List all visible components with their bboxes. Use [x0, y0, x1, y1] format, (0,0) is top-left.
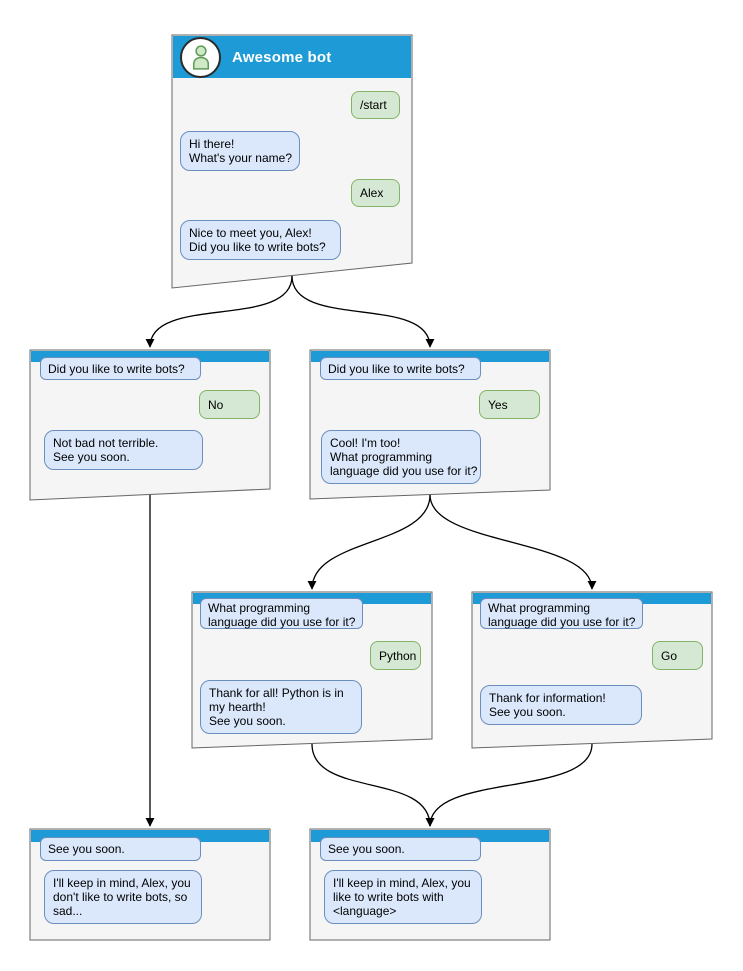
arrow-branch-yes-to-branch-go [429, 494, 597, 590]
bot-message-bubble: What programming language did you use fo… [480, 598, 643, 629]
bot-message-bubble: Did you like to write bots? [40, 357, 201, 380]
bot-message-bubble: See you soon. [320, 837, 481, 861]
arrow-branch-python-to-end-yes [311, 743, 435, 827]
bot-name-title: Awesome bot [232, 48, 332, 66]
chat-header-branch-no [31, 351, 269, 362]
bot-message-bubble: I'll keep in mind, Alex, you like to wri… [324, 870, 482, 924]
bot-message-bubble: Hi there! What's your name? [180, 131, 300, 171]
user-message-bubble: Yes [479, 390, 540, 419]
chat-header-main: Awesome bot [173, 36, 411, 78]
bot-message-bubble: Nice to meet you, Alex! Did you like to … [180, 220, 341, 260]
bot-avatar-icon [180, 36, 221, 78]
chat-header-branch-yes [311, 351, 549, 362]
bot-message-bubble: I'll keep in mind, Alex, you don't like … [44, 870, 202, 924]
arrow-main-to-branch-no [145, 275, 293, 348]
bot-message-bubble: Not bad not terrible. See you soon. [44, 430, 203, 470]
user-message-bubble: Alex [351, 179, 400, 207]
bot-message-bubble: Did you like to write bots? [320, 357, 481, 380]
arrow-main-to-branch-yes [291, 275, 435, 348]
bot-message-bubble: What programming language did you use fo… [200, 598, 363, 629]
user-message-bubble: Python [370, 641, 421, 670]
arrow-branch-yes-to-branch-python [307, 494, 431, 590]
user-message-bubble: Go [652, 641, 703, 670]
arrow-branch-go-to-end-yes [425, 743, 593, 827]
bot-message-bubble: See you soon. [40, 837, 201, 861]
bot-message-bubble: Cool! I'm too! What programming language… [321, 430, 481, 484]
bot-message-bubble: Thank for information! See you soon. [480, 685, 642, 725]
user-message-bubble: /start [351, 91, 400, 119]
bot-message-bubble: Thank for all! Python is in my hearth! S… [200, 680, 362, 734]
user-message-bubble: No [199, 390, 260, 419]
